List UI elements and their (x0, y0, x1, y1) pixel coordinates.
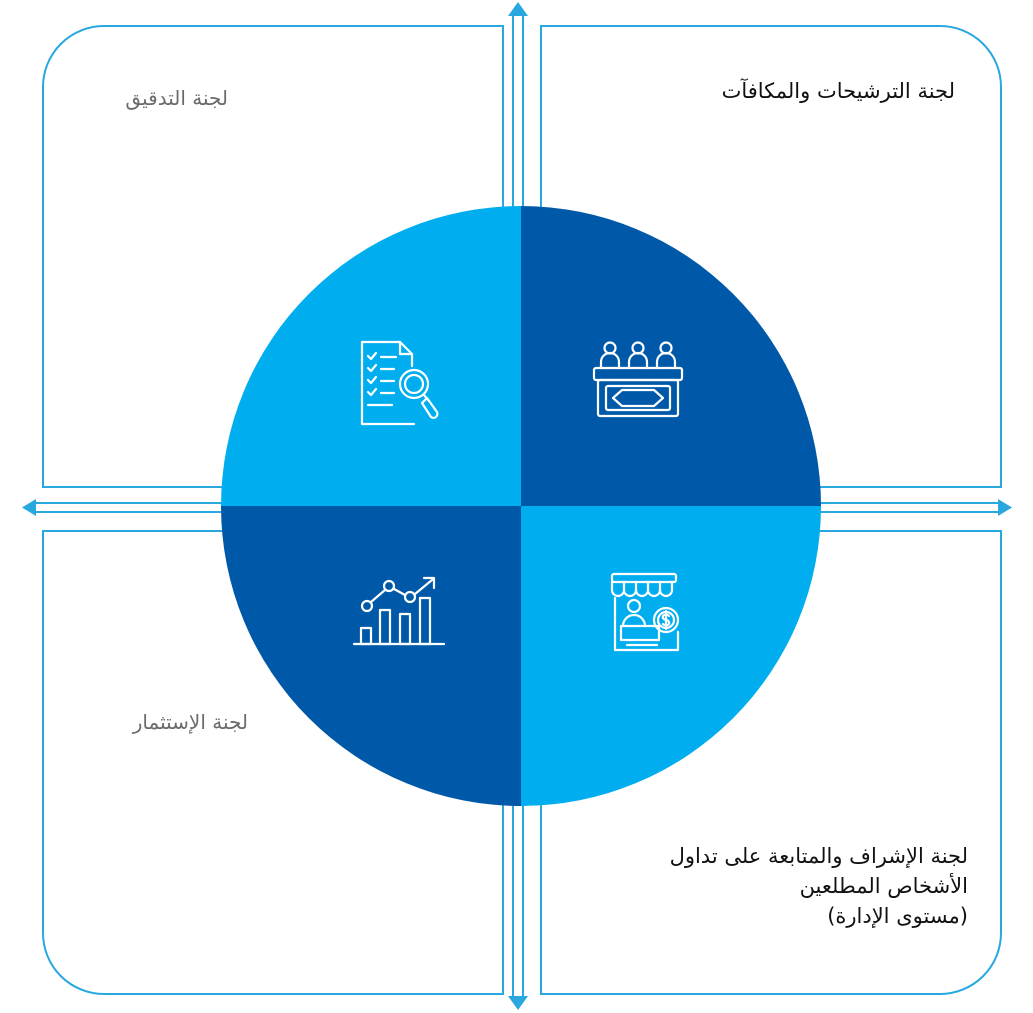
circle-quadrant-bottom-left (221, 506, 521, 806)
circle-quadrant-bottom-right (521, 506, 821, 806)
arrow-right-icon (998, 499, 1012, 516)
circle-quadrant-top-right (521, 206, 821, 506)
insider-trading-committee-label: لجنة الإشراف والمتابعة على تداول الأشخاص… (568, 841, 968, 931)
insider-label-line2: الأشخاص المطلعين (799, 874, 968, 898)
committee-panel-icon (592, 341, 684, 418)
audit-committee-label: لجنة التدقيق (125, 86, 228, 110)
arrow-left-icon (22, 499, 36, 516)
arrow-down-icon (508, 996, 528, 1010)
center-circle (221, 206, 821, 806)
circle-quadrant-top-left (221, 206, 521, 506)
document-audit-magnifier-icon (360, 340, 439, 426)
growth-chart-icon (352, 576, 446, 646)
insider-label-line1: لجنة الإشراف والمتابعة على تداول (669, 844, 968, 868)
insider-label-line3: (مستوى الإدارة) (827, 904, 968, 928)
market-stall-dollar-icon (610, 572, 680, 652)
nominations-committee-label: لجنة الترشيحات والمكافآت (721, 79, 955, 103)
arrow-up-icon (508, 2, 528, 16)
investment-committee-label: لجنة الإستثمار (132, 710, 248, 734)
